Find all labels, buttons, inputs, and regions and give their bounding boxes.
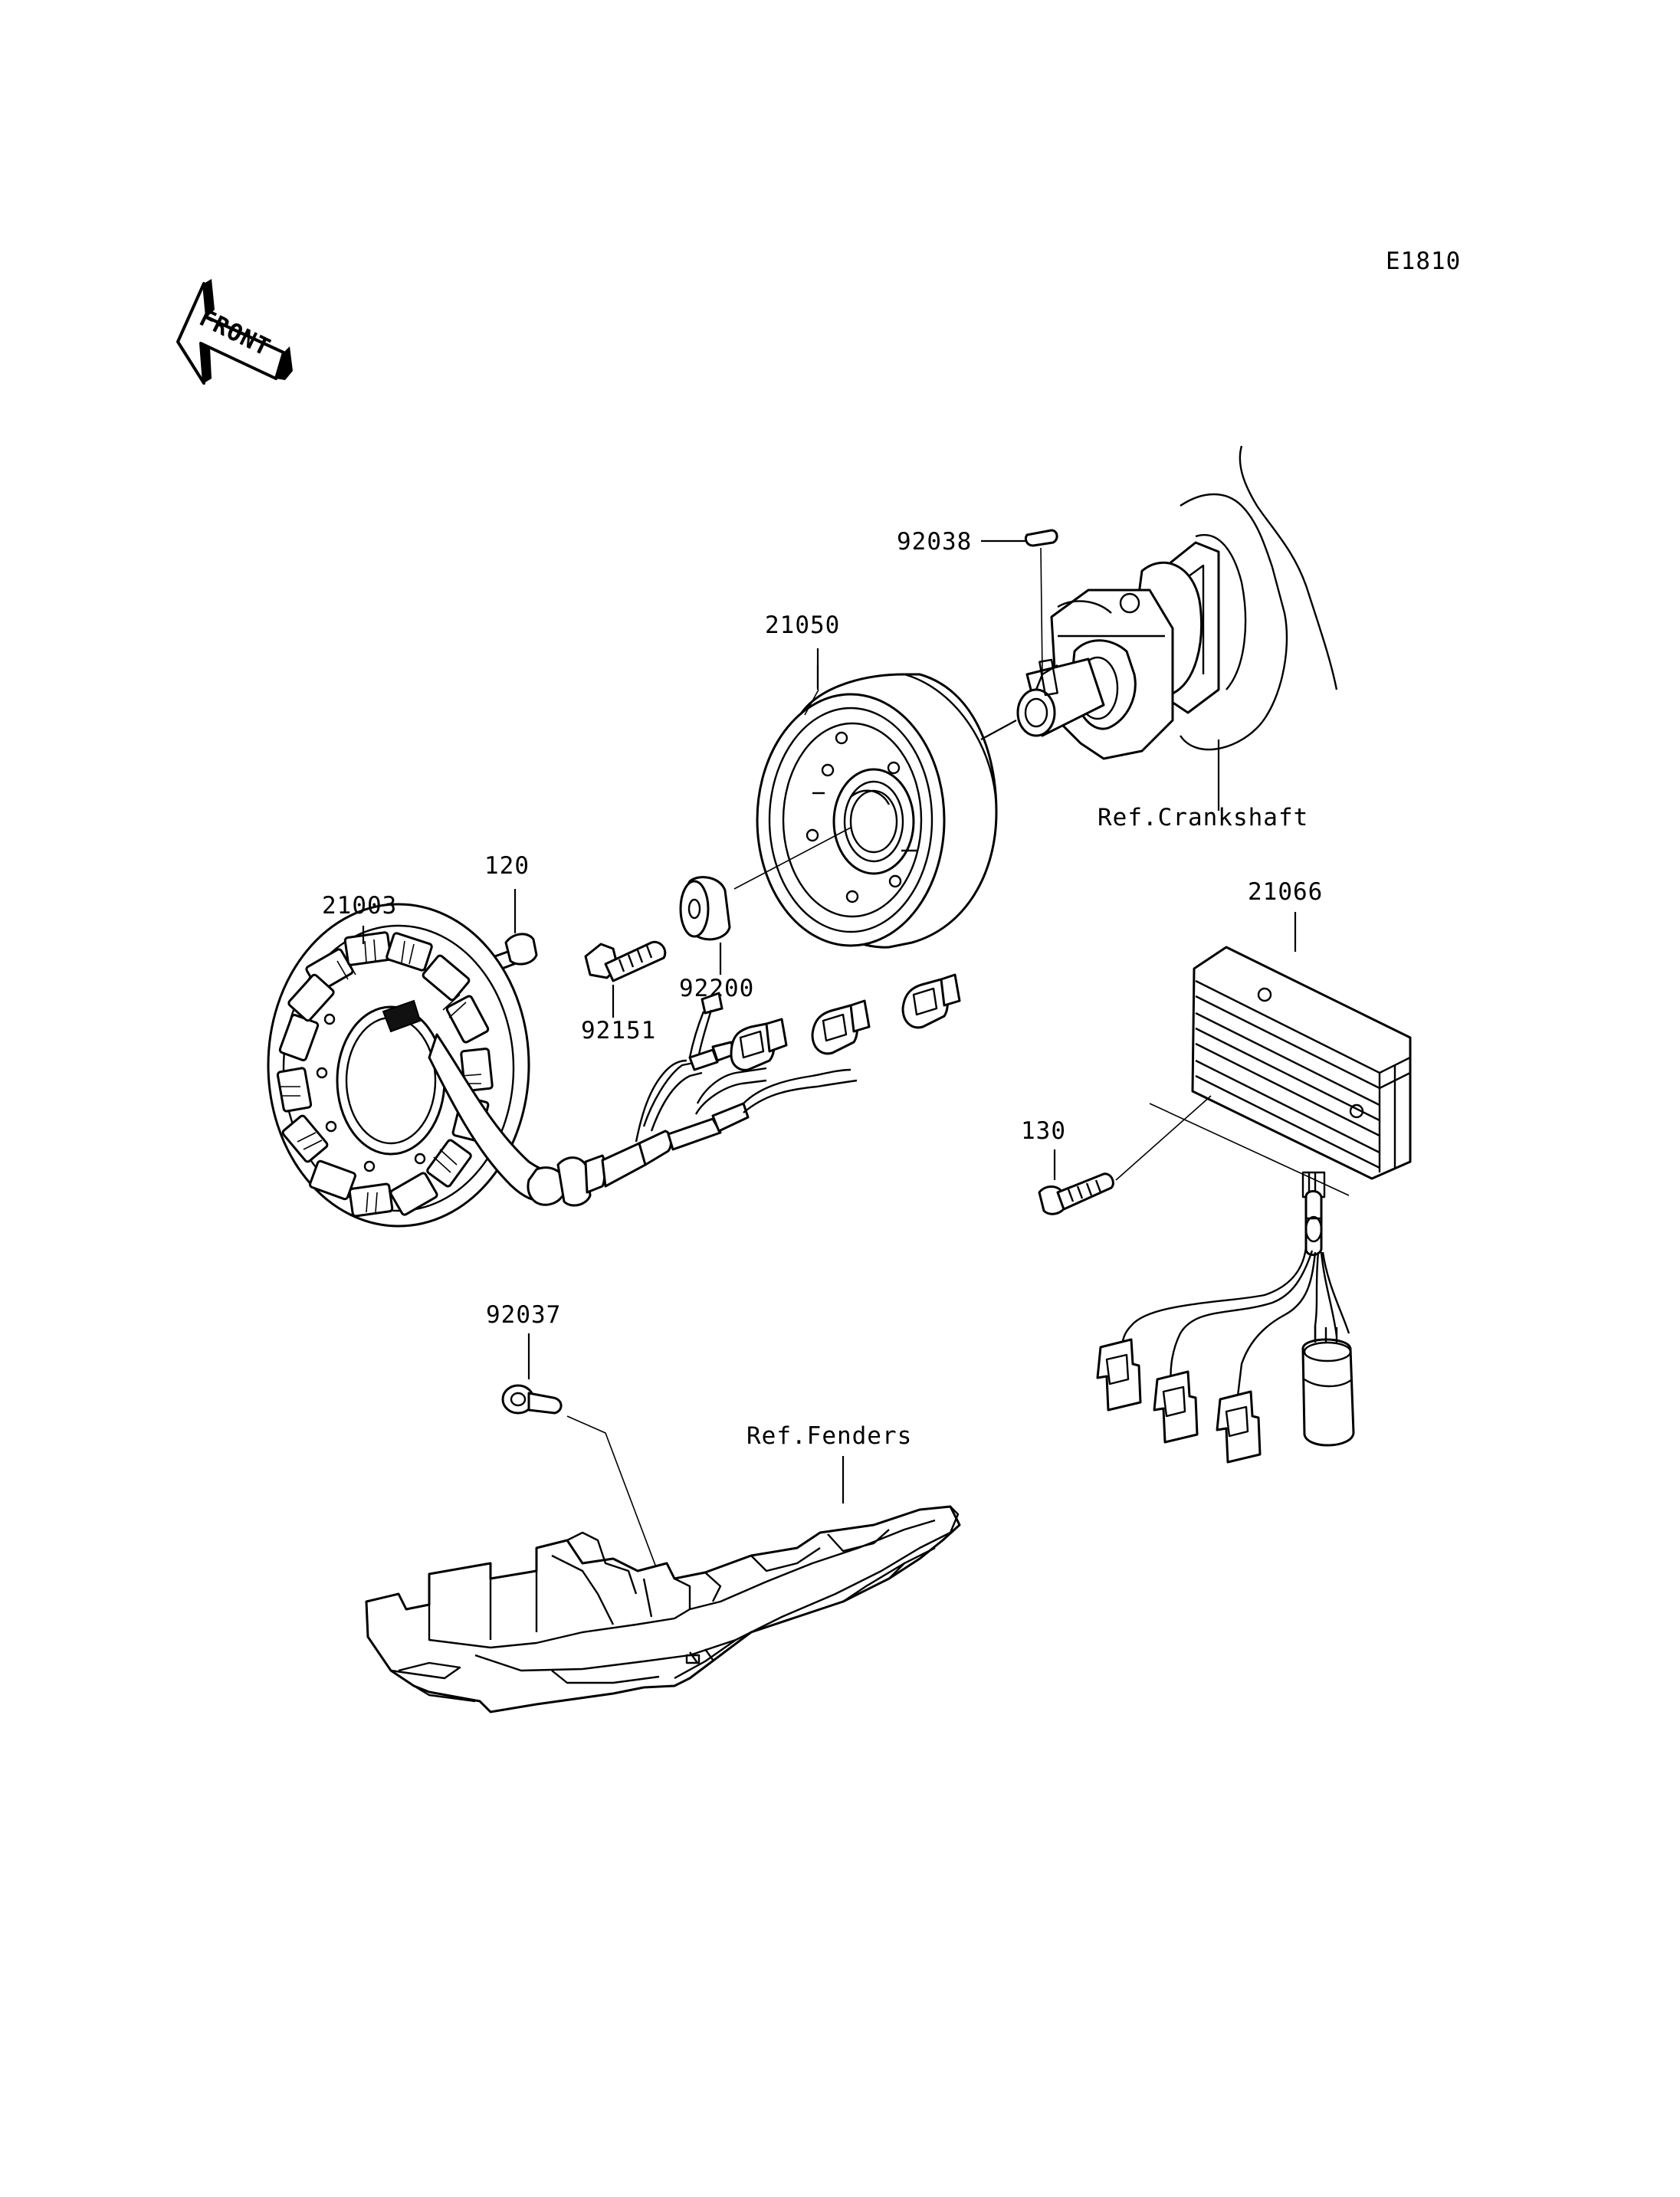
label-21066: 21066 xyxy=(1248,878,1323,906)
label-130: 130 xyxy=(1021,1117,1066,1145)
rotor-21050 xyxy=(756,673,998,949)
front-arrow-icon: FRONT xyxy=(176,279,293,385)
bolt-130 xyxy=(1038,1172,1114,1215)
clamp-92037 xyxy=(501,1384,563,1415)
label-92037: 92037 xyxy=(486,1301,561,1329)
diagram-code: E1810 xyxy=(1386,248,1461,275)
stator-coils xyxy=(276,931,494,1218)
label-92151: 92151 xyxy=(581,1017,656,1044)
stator-21003 xyxy=(267,903,530,1228)
washer-92200 xyxy=(679,876,731,941)
label-92038: 92038 xyxy=(897,528,972,556)
stator-harness xyxy=(428,973,961,1207)
label-ref-crankshaft: Ref.Crankshaft xyxy=(1098,804,1308,831)
regulator-harness xyxy=(1096,1247,1355,1464)
stator-bolt-holes xyxy=(316,1013,426,1172)
woodruff-key-92038 xyxy=(1024,529,1058,547)
stator-coil-windings xyxy=(281,939,482,1213)
regulator-21066 xyxy=(1191,946,1412,1256)
bolt-92151 xyxy=(584,940,667,982)
label-21003: 21003 xyxy=(322,892,397,920)
crankshaft-drawing xyxy=(1016,445,1338,760)
label-21050: 21050 xyxy=(765,612,840,639)
label-ref-fenders: Ref.Fenders xyxy=(746,1422,912,1450)
label-120: 120 xyxy=(484,852,530,880)
fender-drawing xyxy=(365,1505,961,1713)
